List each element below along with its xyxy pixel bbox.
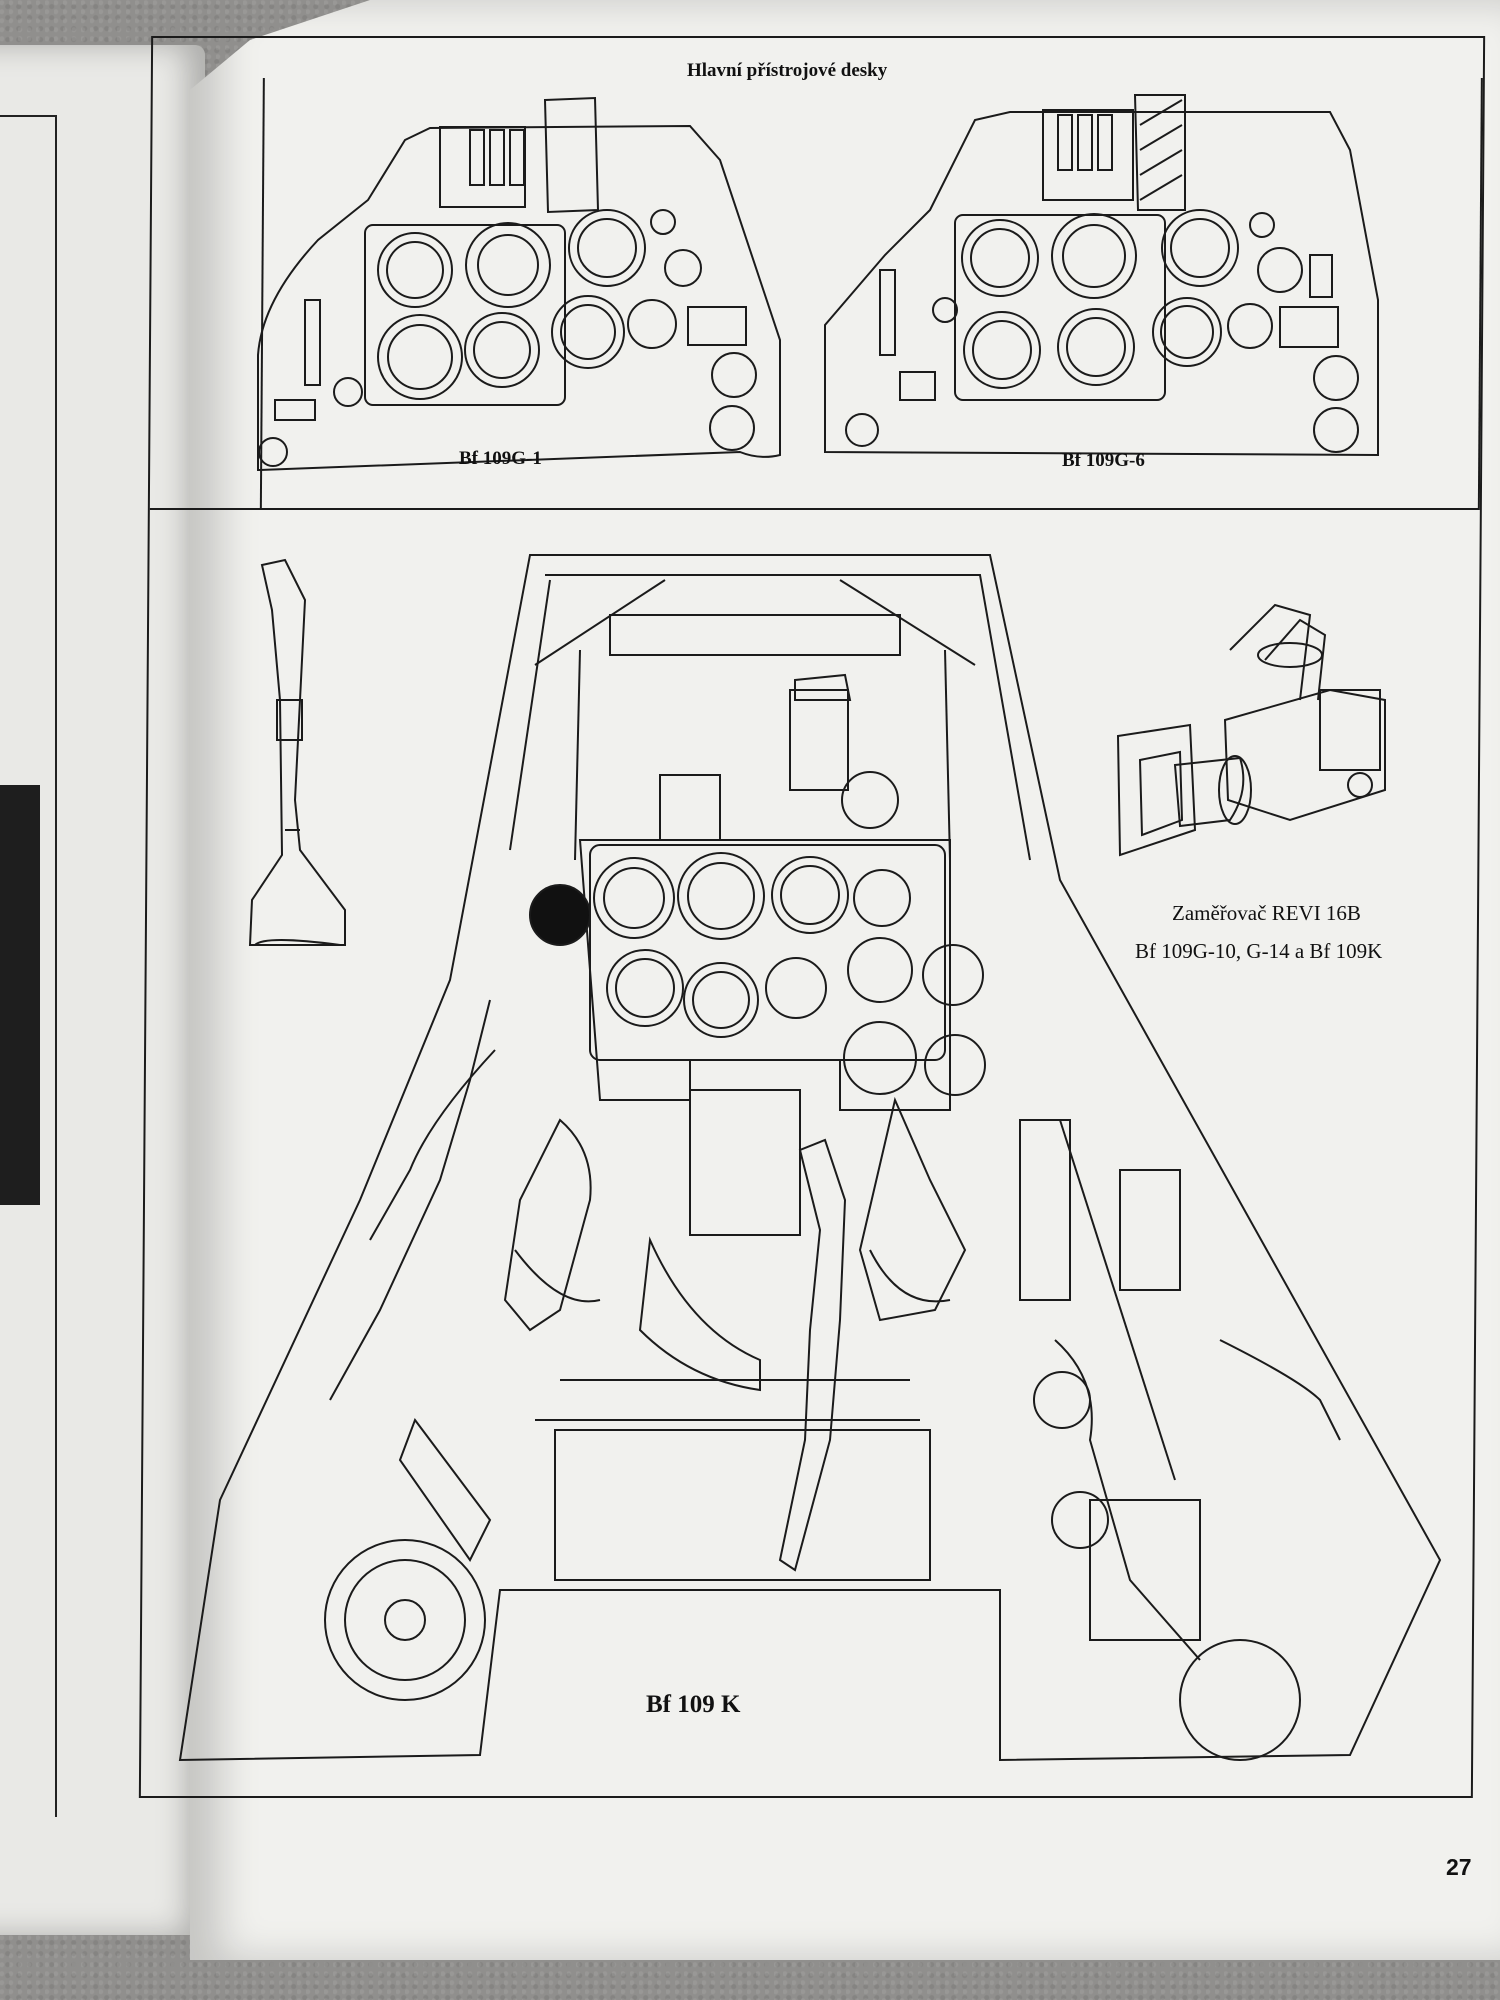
left-page — [0, 45, 205, 1935]
g1-instrument-panel — [257, 96, 781, 471]
control-stick-drawing — [248, 558, 346, 946]
gunsight-variants-caption: Bf 109G-10, G-14 a Bf 109K — [1135, 939, 1383, 963]
left-page-frame — [0, 115, 57, 1817]
page-title: Hlavní přístrojové desky — [687, 60, 888, 81]
revi-gunsight-drawing — [1116, 603, 1386, 857]
g6-instrument-panel — [824, 94, 1379, 457]
panel-caption-g1: Bf 109G-1 — [459, 448, 542, 469]
k-cockpit-drawing — [178, 554, 1442, 1762]
page-number: 27 — [1446, 1854, 1472, 1880]
panel-caption-g6: Bf 109G-6 — [1062, 450, 1145, 471]
gunsight-caption: Zaměřovač REVI 16B — [1172, 901, 1361, 925]
left-page-dark-block — [0, 785, 40, 1205]
cockpit-caption: Bf 109 K — [646, 1691, 741, 1718]
